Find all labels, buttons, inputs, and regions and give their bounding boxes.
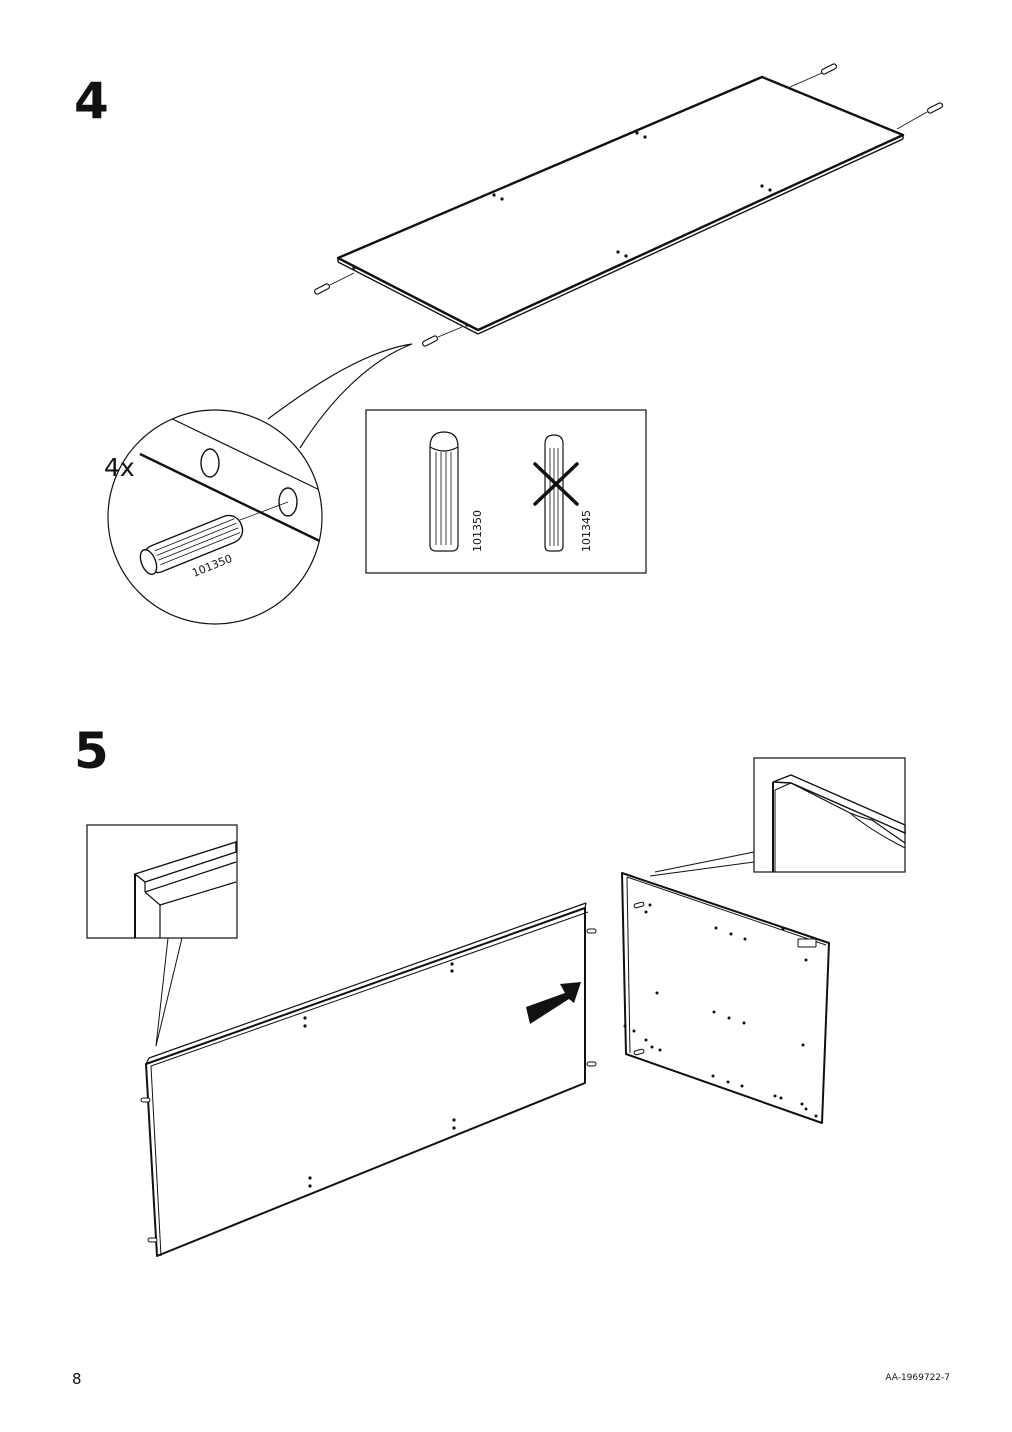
step-5-number: 5	[74, 722, 109, 780]
wrong-dowel-part: 101345	[580, 510, 593, 552]
document-code: AA-1969722-7	[885, 1373, 950, 1383]
cross-icon	[533, 462, 579, 506]
wrong-dowel	[544, 434, 564, 552]
correct-dowel	[429, 431, 459, 552]
arrow-icon	[526, 982, 581, 1024]
step4-magnifier: 4x 101350	[104, 343, 413, 625]
correct-dowel-part: 101350	[471, 510, 484, 552]
dowel-comparison-box: 101350 101345	[365, 409, 647, 574]
page-number: 8	[72, 1370, 82, 1388]
step4-dowels	[313, 63, 944, 347]
step4-shelf-panel	[336, 75, 905, 335]
step-4-number: 4	[74, 72, 109, 130]
step5-left-detail	[86, 824, 238, 1047]
step4-holes	[352, 131, 772, 327]
step5-long-panel	[140, 902, 597, 1257]
step5-side-panel	[621, 872, 830, 1124]
quantity-label: 4x	[104, 453, 135, 482]
step5-right-detail	[649, 757, 906, 877]
